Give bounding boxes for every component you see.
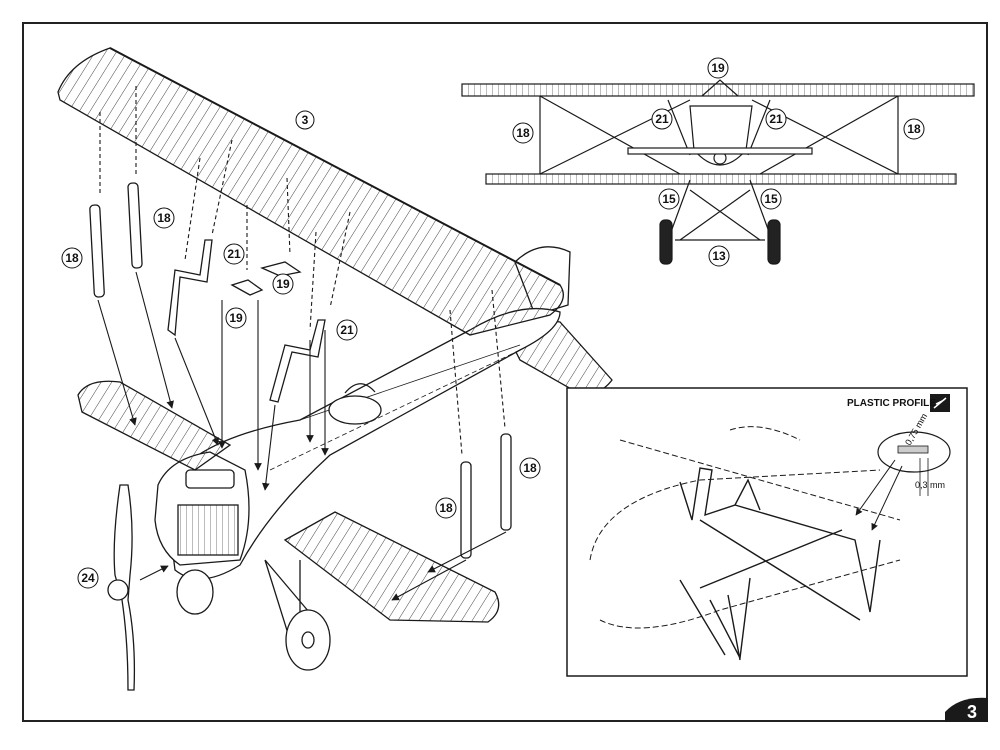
inset-frame — [566, 387, 968, 677]
svg-text:19: 19 — [276, 277, 290, 291]
isometric-view — [57, 47, 613, 691]
part-label-19-b: 19 — [225, 307, 247, 329]
part-label-18-a: 18 — [61, 247, 83, 269]
interplane-strut — [89, 204, 105, 298]
front-label-21-r: 21 — [765, 108, 787, 130]
inset-struts — [679, 467, 881, 661]
page-number: 3 — [967, 702, 977, 722]
svg-text:24: 24 — [81, 571, 95, 585]
svg-text:21: 21 — [227, 247, 241, 261]
front-label-15-r: 15 — [760, 188, 782, 210]
part-labels: 3 18 18 21 19 19 21 18 18 24 19 18 18 21… — [61, 57, 988, 722]
fuselage — [164, 307, 561, 580]
front-wheel-right — [767, 219, 781, 265]
svg-text:19: 19 — [229, 311, 243, 325]
svg-text:18: 18 — [907, 122, 921, 136]
svg-text:19: 19 — [711, 61, 725, 75]
propeller — [107, 484, 136, 691]
front-label-21-l: 21 — [651, 108, 673, 130]
svg-text:18: 18 — [516, 126, 530, 140]
top-wing — [57, 47, 564, 336]
lower-wing-left — [77, 380, 232, 471]
svg-text:15: 15 — [662, 192, 676, 206]
assembly-arrows — [97, 86, 507, 601]
svg-text:13: 13 — [712, 249, 726, 263]
radiator — [177, 504, 239, 556]
part-label-3: 3 — [295, 110, 315, 130]
front-wheel-left — [659, 219, 673, 265]
svg-text:21: 21 — [769, 112, 783, 126]
svg-text:18: 18 — [65, 251, 79, 265]
part-label-18-b: 18 — [153, 207, 175, 229]
page-border — [22, 22, 988, 722]
front-label-15-l: 15 — [658, 188, 680, 210]
part-label-21-b: 21 — [336, 319, 358, 341]
strut-parts — [89, 182, 512, 559]
cabane-v-strut — [230, 279, 264, 296]
part-label-18-d: 18 — [519, 457, 541, 479]
inset-plastic-profile — [566, 387, 968, 677]
front-lower-wing — [485, 173, 957, 185]
part-label-19-a: 19 — [272, 273, 294, 295]
part-label-18-c: 18 — [435, 497, 457, 519]
front-top-wing — [461, 83, 975, 97]
front-view — [461, 79, 975, 265]
svg-text:21: 21 — [340, 323, 354, 337]
part-label-24: 24 — [77, 567, 99, 589]
svg-text:15: 15 — [764, 192, 778, 206]
cockpit — [328, 395, 382, 425]
part-label-21-a: 21 — [223, 243, 245, 265]
svg-text:18: 18 — [439, 501, 453, 515]
inset-title: PLASTIC PROFILE — [847, 398, 936, 409]
svg-text:18: 18 — [523, 461, 537, 475]
lower-wing-right — [283, 511, 500, 623]
front-label-18-r: 18 — [903, 118, 925, 140]
front-label-13: 13 — [708, 245, 730, 267]
front-label-18-l: 18 — [512, 122, 534, 144]
svg-text:21: 21 — [655, 112, 669, 126]
svg-text:3: 3 — [302, 113, 309, 127]
page-number-badge: 3 — [945, 697, 988, 722]
cabane-n-strut — [167, 239, 213, 337]
front-label-19: 19 — [707, 57, 729, 79]
svg-text:18: 18 — [157, 211, 171, 225]
dim-width: 0,3 mm — [915, 480, 945, 490]
